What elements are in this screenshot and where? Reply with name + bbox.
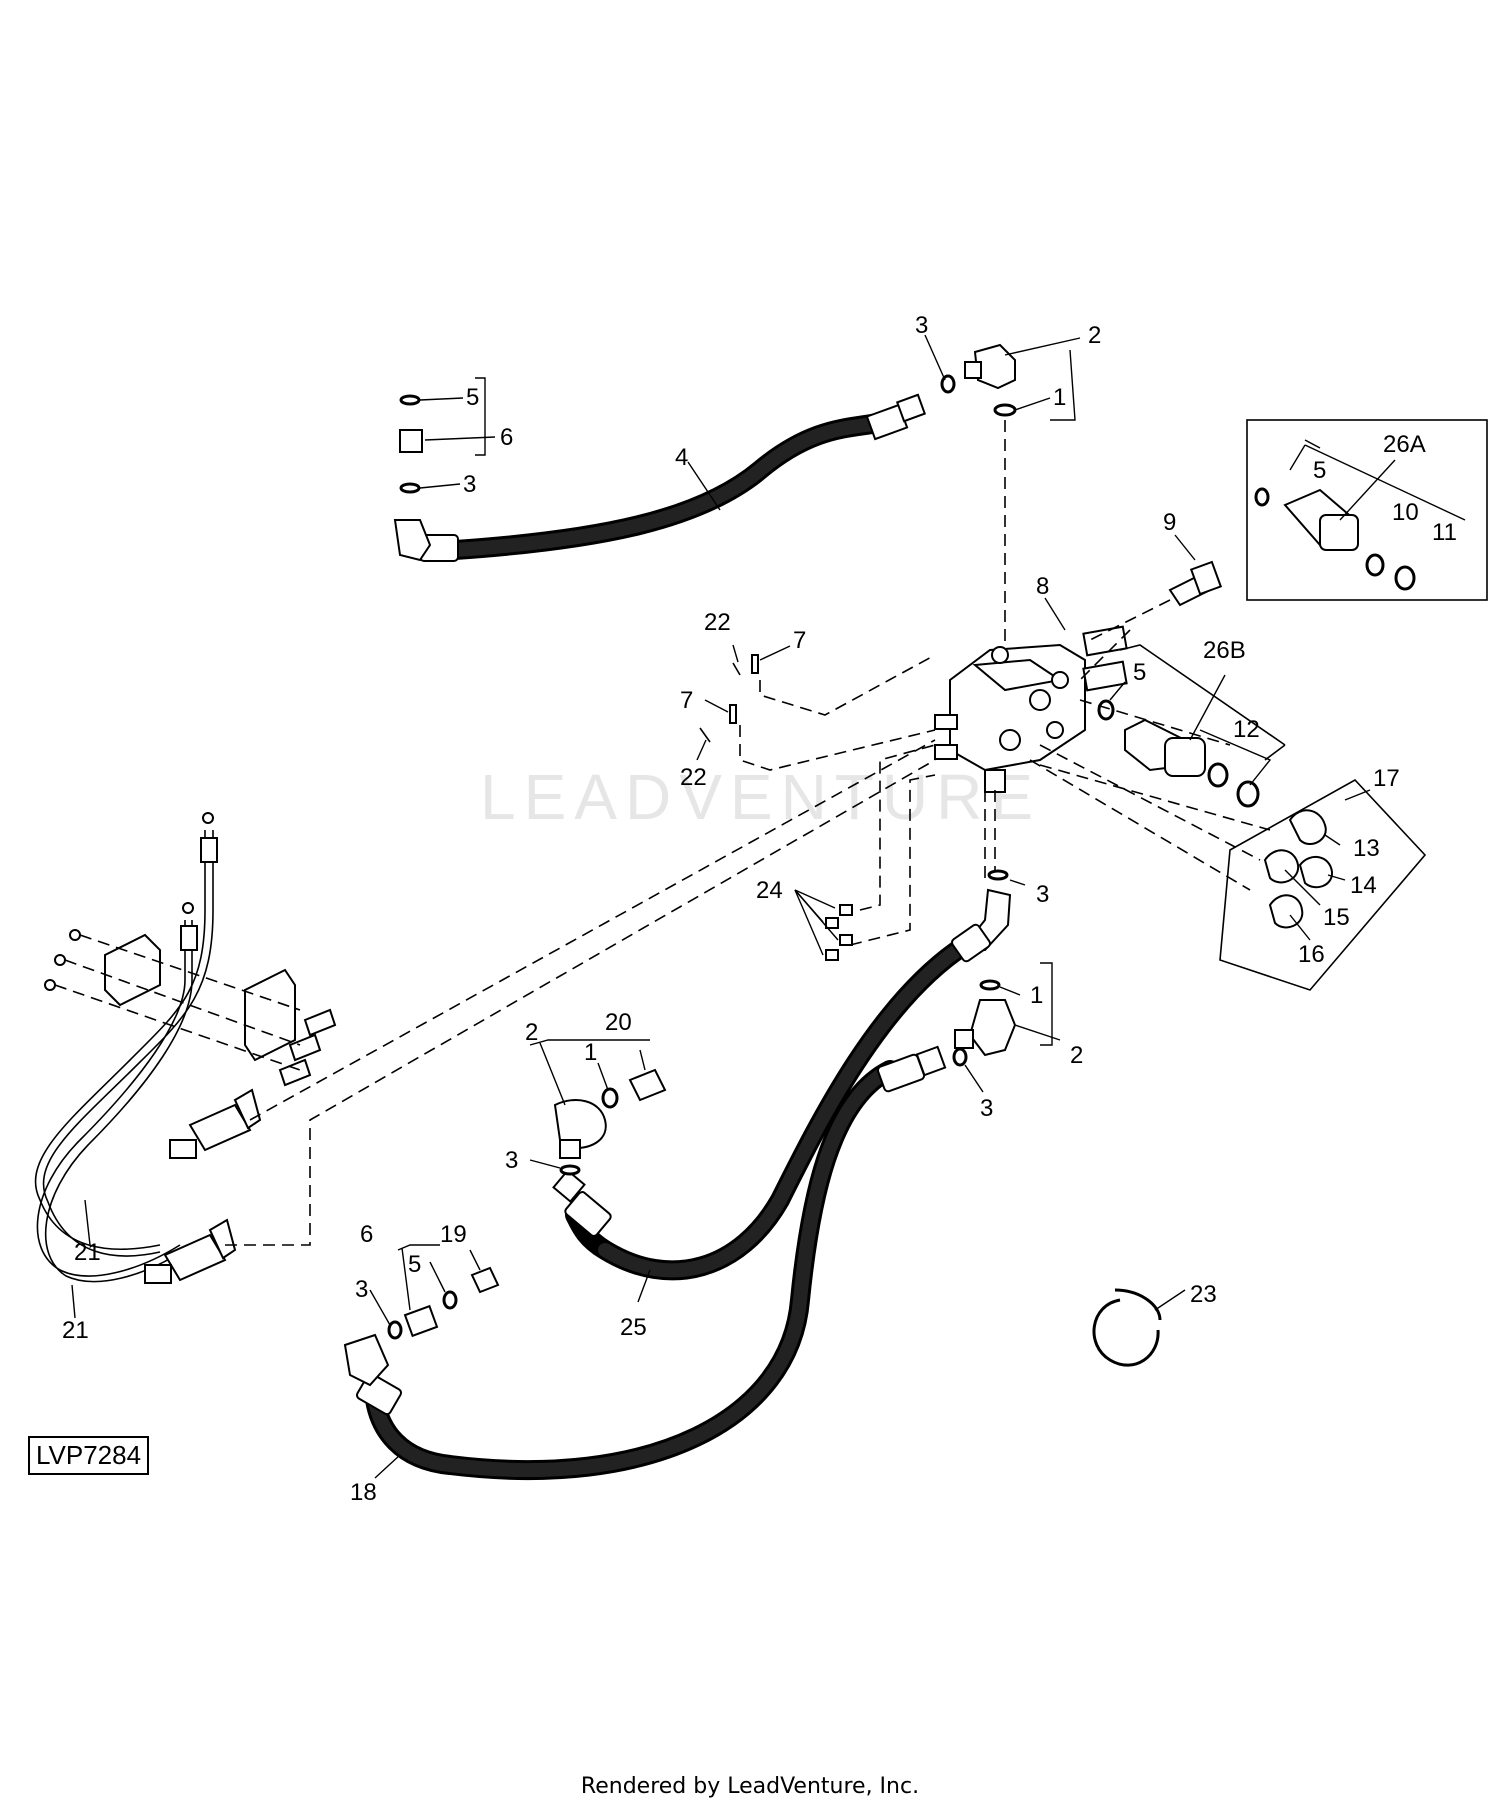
callout-11: 11: [1432, 519, 1457, 546]
hose-4: [393, 393, 927, 562]
hose-18: [343, 1045, 947, 1481]
callout-13: 13: [1353, 835, 1380, 862]
left-fittings: [529, 1039, 667, 1176]
callout-3: 3: [505, 1147, 518, 1174]
elbow-fitting-top: [940, 343, 1017, 417]
callout-3: 3: [915, 312, 928, 339]
callout-labels: 3 2 1 5 6 3 4 26A 5 10 11 9 8 22 7 7 22 …: [62, 312, 1457, 1506]
callout-6: 6: [360, 1221, 373, 1248]
callout-9: 9: [1163, 509, 1176, 536]
callout-5: 5: [466, 384, 479, 411]
callout-23: 23: [1190, 1281, 1217, 1308]
callout-5: 5: [1313, 457, 1326, 484]
callout-3: 3: [463, 471, 476, 498]
callout-5: 5: [1133, 659, 1146, 686]
figure-id-label: LVP7284: [28, 1436, 150, 1475]
callout-5: 5: [408, 1251, 421, 1278]
callout-26b: 26B: [1203, 637, 1246, 664]
callout-1: 1: [1030, 982, 1043, 1009]
bolts-24: [794, 744, 936, 961]
callout-4: 4: [675, 444, 688, 471]
pins-22-7: [696, 644, 936, 771]
callout-2: 2: [1070, 1042, 1083, 1069]
callout-3: 3: [1036, 881, 1049, 908]
callout-21: 21: [62, 1317, 89, 1344]
callout-2: 2: [525, 1019, 538, 1046]
leaders-top: [419, 334, 1081, 511]
callout-24: 24: [756, 877, 783, 904]
callout-7: 7: [680, 687, 693, 714]
callout-17: 17: [1373, 765, 1400, 792]
bolt-9: [1089, 534, 1223, 641]
callout-1: 1: [1053, 384, 1066, 411]
callout-12: 12: [1233, 716, 1260, 743]
footer-credit: Rendered by LeadVenture, Inc.: [580, 1774, 920, 1799]
callout-26a: 26A: [1383, 431, 1426, 458]
callout-6: 6: [500, 424, 513, 451]
callout-1: 1: [584, 1039, 597, 1066]
callout-21: 21: [74, 1239, 101, 1266]
bottom-fittings: [369, 1244, 500, 1340]
callout-7: 7: [793, 627, 806, 654]
callout-22: 22: [680, 764, 707, 791]
callout-25: 25: [620, 1314, 647, 1341]
callout-18: 18: [350, 1479, 377, 1506]
control-cables-21: [34, 739, 936, 1319]
snap-ring-23: [1092, 1288, 1186, 1367]
control-valve-8: [934, 625, 1128, 793]
callout-3: 3: [355, 1276, 368, 1303]
callout-2: 2: [1088, 322, 1101, 349]
callout-20: 20: [605, 1009, 632, 1036]
callout-22: 22: [704, 609, 731, 636]
callout-14: 14: [1350, 872, 1377, 899]
callout-16: 16: [1298, 941, 1325, 968]
clip-box-17: [1219, 778, 1427, 991]
callout-8: 8: [1036, 573, 1049, 600]
middle-fittings: [952, 869, 1061, 1093]
callout-3: 3: [980, 1095, 993, 1122]
fitting-stack-top-left: [399, 394, 423, 494]
kit-26a-box: [1246, 419, 1488, 601]
callout-19: 19: [440, 1221, 467, 1248]
callout-15: 15: [1323, 904, 1350, 931]
brackets-left: [44, 929, 337, 1087]
hose-25: [552, 923, 991, 1303]
callout-10: 10: [1392, 499, 1419, 526]
